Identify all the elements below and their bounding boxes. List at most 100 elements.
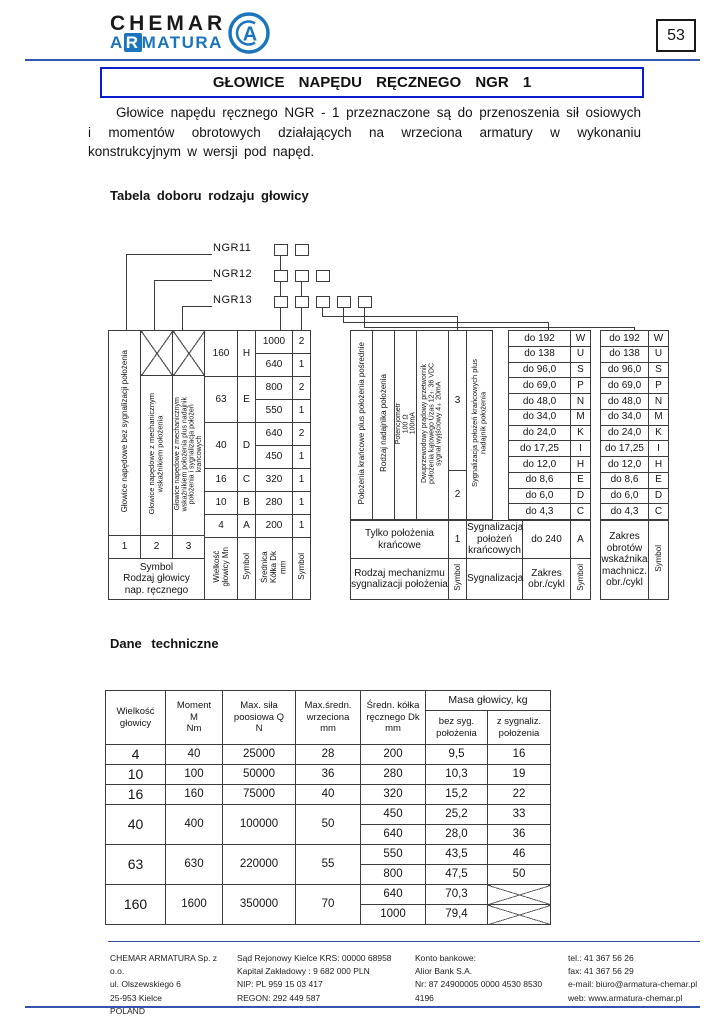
range-value-cell: do 192 — [508, 330, 571, 347]
range-value-cell: do 8,6 — [508, 471, 571, 489]
wheel-cell: 450 — [360, 804, 426, 825]
mechanism-symbol-1: 1 — [448, 520, 467, 559]
moment-cell: 1600 — [165, 884, 223, 925]
transducer-text: Dwuprzewodowy prądowy przetwornik położe… — [421, 362, 444, 484]
emblem-letter: A — [243, 24, 257, 46]
range-value-cell: do 24,0 — [600, 424, 649, 442]
type-symbol-3: 3 — [172, 535, 205, 559]
head-type-col1: Głowice napędowe bez sygnalizacji położe… — [108, 330, 141, 536]
size-cell: 63 — [105, 844, 166, 885]
brand-letter-a: A — [110, 33, 124, 52]
wheel-cell: 640 — [360, 824, 426, 845]
brand-letters-matura: MATURA — [141, 33, 223, 52]
force-cell: 100000 — [222, 804, 296, 845]
mass-cell: 25,2 — [425, 804, 488, 825]
wheel-symbol-cell: 1 — [292, 514, 311, 538]
wheel-symbol-cell: 2 — [292, 376, 311, 400]
range-value-cell: do 6,0 — [508, 487, 571, 505]
company-emblem-icon: A — [228, 12, 270, 54]
moment-cell: 400 — [165, 804, 223, 845]
range-value-cell: do 6,0 — [600, 487, 649, 505]
symbol-caption: Symbol — [648, 520, 669, 600]
ngr13-label: NGR13 — [213, 294, 253, 306]
footer-company-address: CHEMAR ARMATURA Sp. z o.o. ul. Olszewski… — [110, 953, 218, 1016]
limit-signaling-cell: Sygnalizacja położeń krańcowych — [466, 520, 523, 559]
mass-cell: 19 — [486, 764, 552, 785]
footer-rule — [108, 941, 700, 942]
connector-line — [182, 306, 183, 330]
signaling-plus-text: Sygnalizacja położeń krańcowych plus nad… — [469, 359, 488, 488]
connector-line — [343, 322, 549, 323]
spindle-cell: 28 — [295, 744, 361, 765]
size-cell: 4 — [105, 744, 166, 765]
head-type-col2: Głowice napędowe z mechanicznym wskaźnik… — [140, 375, 173, 536]
moment-cell: 630 — [165, 844, 223, 885]
moment-cell: 40 — [165, 744, 223, 765]
connector-line — [364, 327, 635, 328]
size-caption: Wielkość głowicy Mn — [204, 537, 238, 600]
limit-only-cell: Tylko położenia krańcowe — [350, 520, 449, 559]
mechanism-caption: Rodzaj mechanizmu sygnalizacji położenia — [350, 558, 449, 600]
mass-cell: 43,5 — [425, 844, 488, 865]
col-header-size: Wielkość głowicy — [105, 690, 166, 745]
size-symbol-cell: D — [237, 422, 256, 469]
connector-line — [548, 322, 549, 330]
size-symbol-cell: A — [237, 514, 256, 538]
crossed-cell — [486, 904, 552, 925]
size-cell: 10 — [105, 764, 166, 785]
code-box — [337, 296, 351, 308]
range-value-cell: do 4,3 — [508, 503, 571, 520]
size-cell: 63 — [204, 376, 238, 423]
mass-cell: 70,3 — [425, 884, 488, 905]
size-symbol-cell: C — [237, 468, 256, 492]
spindle-cell: 55 — [295, 844, 361, 885]
range-symbol-cell: N — [570, 393, 591, 410]
col-header-handwheel-diameter: Średn. kółka ręcznego Dk mm — [360, 690, 426, 745]
size-symbol-cell: H — [237, 330, 256, 377]
head-type-col3-text: Głowice napędowe z mechanicznym wskaźnik… — [173, 396, 203, 511]
symbol-caption-text: Symbol — [296, 553, 306, 581]
range-value-cell: do 138 — [508, 345, 571, 363]
spindle-cell: 70 — [295, 884, 361, 925]
range-value-cell: do 192 — [600, 330, 649, 347]
transmitter-type-col: Rodzaj nadajnika położenia — [372, 330, 395, 520]
connector-line — [343, 307, 344, 323]
head-type-table: Głowice napędowe bez sygnalizacji położe… — [108, 330, 205, 600]
technical-data-table: Wielkość głowicy Moment M Nm Max. siła p… — [105, 690, 552, 925]
moment-cell: 160 — [165, 784, 223, 805]
wheel-symbol-cell: 2 — [292, 330, 311, 354]
range-symbol-cell: P — [648, 377, 669, 394]
header-rule — [25, 59, 700, 61]
force-cell: 25000 — [222, 744, 296, 765]
wheel-cell: 640 — [360, 884, 426, 905]
moment-cell: 100 — [165, 764, 223, 785]
connector-line — [322, 307, 323, 317]
head-size-table: 160 H 1000 2 640 1 63 E 800 2 550 1 40 D — [204, 330, 311, 600]
connector-line — [364, 307, 365, 328]
mechanism-symbol-2: 2 — [448, 470, 467, 520]
wheel-diameter-cell: 1000 — [255, 330, 293, 354]
mechanism-symbol-3: 3 — [448, 330, 467, 471]
symbol-caption: Symbol — [292, 537, 311, 600]
range-symbol-cell: I — [570, 440, 591, 457]
signaling-caption: Sygnalizacja — [466, 558, 523, 600]
range-symbol-cell: H — [570, 456, 591, 473]
footer-bank-info: Konto bankowe: Alior Bank S.A. Nr: 87 24… — [415, 953, 543, 1003]
wheel-diameter-cell: 640 — [255, 353, 293, 377]
transmitter-type-text: Rodzaj nadajnika położenia — [378, 374, 388, 473]
connector-line — [322, 316, 458, 317]
crossed-cell — [140, 330, 173, 376]
range-symbol-cell: S — [570, 361, 591, 379]
wheel-cell: 320 — [360, 784, 426, 805]
ngr12-label: NGR12 — [213, 268, 253, 280]
crossed-cell — [486, 884, 552, 905]
range-symbol-cell: D — [570, 487, 591, 505]
range-symbol-cell: K — [570, 424, 591, 442]
wheel-diameter-cell: 800 — [255, 376, 293, 400]
mass-cell: 79,4 — [425, 904, 488, 925]
range-value-cell: do 69,0 — [600, 377, 649, 394]
wheel-diameter-cell: 280 — [255, 491, 293, 515]
mass-cell: 15,2 — [425, 784, 488, 805]
